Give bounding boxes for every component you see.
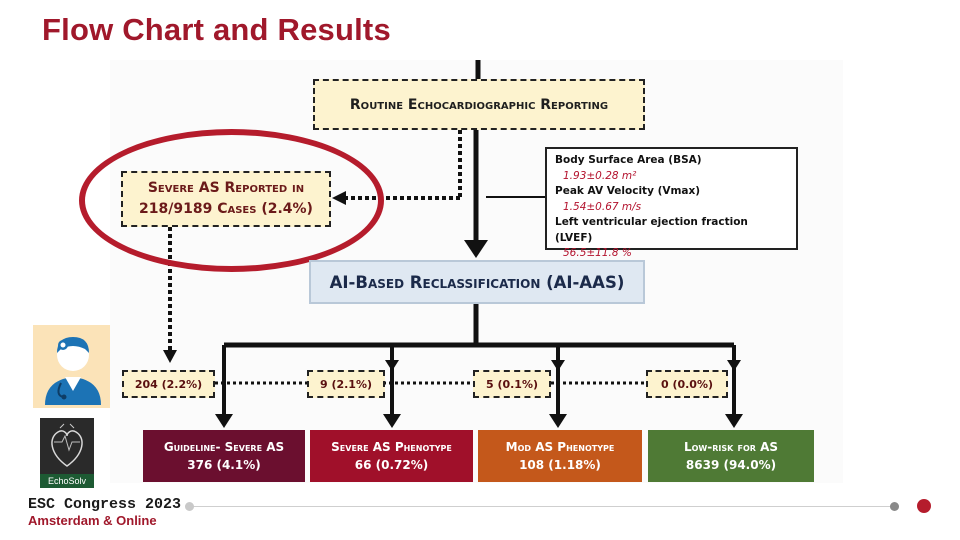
param-label-bsa: Body Surface Area (BSA) xyxy=(555,154,702,166)
echosolv-logo: EchoSolv xyxy=(40,418,94,488)
doctor-icon xyxy=(33,325,113,408)
param-label-lvef: Left ventricular ejection fraction (LVEF… xyxy=(555,216,748,244)
param-value-lvef: 56.5±11.8 % xyxy=(563,247,632,259)
count-box-guideline: 204 (2.2%) xyxy=(122,370,215,398)
footer-dot-start xyxy=(185,502,194,511)
category-value: 8639 (94.0%) xyxy=(685,458,777,472)
footer-congress: ESC Congress 2023 xyxy=(28,496,182,513)
routine-reporting-box: Routine Echocardiographic Reporting xyxy=(313,79,645,130)
param-label-vmax: Peak AV Velocity (Vmax) xyxy=(555,185,701,197)
ai-reclassification-label: AI-Based Reclassification (AI-AAS) xyxy=(329,272,625,292)
parameters-box: Body Surface Area (BSA) 1.93±0.28 m² Pea… xyxy=(545,147,798,259)
footer-dot-mid xyxy=(890,502,899,511)
footer-divider xyxy=(188,506,898,507)
count-label: 5 (0.1%) xyxy=(485,377,539,391)
category-value: 376 (4.1%) xyxy=(187,458,261,472)
count-box-low-risk: 0 (0.0%) xyxy=(646,370,728,398)
echosolv-logo-text: EchoSolv xyxy=(40,474,94,488)
footer-dot-end xyxy=(917,499,931,513)
category-name: Guideline- Severe AS xyxy=(163,440,285,454)
category-value: 66 (0.72%) xyxy=(354,458,429,472)
count-box-mod-phenotype: 5 (0.1%) xyxy=(473,370,551,398)
category-name: Mod AS Phenotype xyxy=(505,440,615,454)
slide-title: Flow Chart and Results xyxy=(42,12,391,47)
param-value-vmax: 1.54±0.67 m/s xyxy=(563,200,642,213)
category-box-low-risk: Low-risk for AS 8639 (94.0%) xyxy=(648,430,814,482)
count-box-severe-phenotype: 9 (2.1%) xyxy=(307,370,385,398)
count-label: 0 (0.0%) xyxy=(660,377,714,391)
category-box-mod-phenotype: Mod AS Phenotype 108 (1.18%) xyxy=(478,430,642,482)
count-label: 9 (2.1%) xyxy=(319,377,373,391)
count-label: 204 (2.2%) xyxy=(134,377,203,391)
category-box-guideline-severe: Guideline- Severe AS 376 (4.1%) xyxy=(143,430,305,482)
category-value: 108 (1.18%) xyxy=(519,458,601,472)
param-value-bsa: 1.93±0.28 m² xyxy=(563,169,637,182)
category-name: Low-risk for AS xyxy=(683,440,779,454)
ai-reclassification-box: AI-Based Reclassification (AI-AAS) xyxy=(309,260,645,304)
category-box-severe-phenotype: Severe AS Phenotype 66 (0.72%) xyxy=(310,430,473,482)
category-name: Severe AS Phenotype xyxy=(331,440,452,454)
routine-reporting-label: Routine Echocardiographic Reporting xyxy=(349,96,609,113)
highlight-ellipse xyxy=(79,129,384,272)
footer-location: Amsterdam & Online xyxy=(28,513,157,528)
